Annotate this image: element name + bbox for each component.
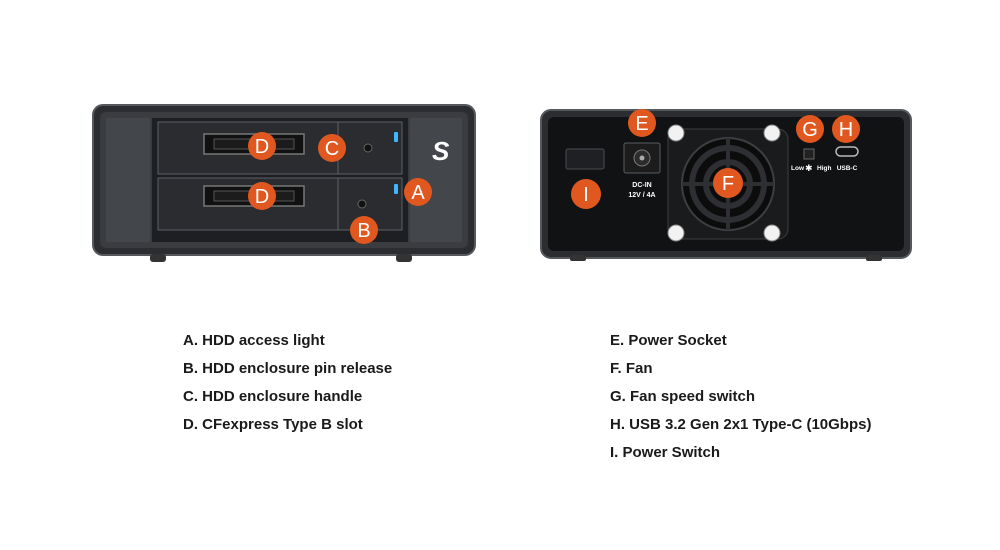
legend-item-h: H. USB 3.2 Gen 2x1 Type-C (10Gbps) bbox=[610, 416, 872, 433]
rear-view-image: DC-IN 12V / 4A Low ✱ High USB-C E bbox=[540, 109, 912, 261]
fan-screw-bl bbox=[667, 224, 685, 242]
svg-text:C: C bbox=[325, 138, 339, 160]
fan-screw-br bbox=[763, 224, 781, 242]
svg-text:D: D bbox=[255, 186, 269, 208]
brand-logo: S bbox=[432, 136, 450, 166]
callout-h: H bbox=[832, 115, 860, 143]
svg-text:H: H bbox=[839, 119, 853, 141]
svg-text:A: A bbox=[411, 182, 425, 204]
legend-item-d: D. CFexpress Type B slot bbox=[183, 416, 363, 433]
access-light-2 bbox=[394, 184, 398, 194]
fan-screw-tl bbox=[667, 124, 685, 142]
callout-g: G bbox=[796, 115, 824, 143]
callout-d-1: D bbox=[248, 132, 276, 160]
dc-in-rating: 12V / 4A bbox=[628, 192, 655, 199]
callout-f: F bbox=[713, 168, 743, 198]
fan-low-label: Low bbox=[791, 165, 805, 172]
access-light-1 bbox=[394, 132, 398, 142]
svg-text:D: D bbox=[255, 136, 269, 158]
legend-front: A. HDD access light B. HDD enclosure pin… bbox=[183, 330, 392, 442]
front-view-image: S D C D A B bbox=[92, 104, 476, 264]
legend-item-e: E. Power Socket bbox=[610, 332, 727, 349]
legend-item-f: F. Fan bbox=[610, 360, 653, 377]
front-foot-left bbox=[150, 254, 166, 262]
fan-speed-switch bbox=[803, 148, 815, 160]
callout-c: C bbox=[318, 134, 346, 162]
power-switch bbox=[565, 148, 605, 170]
callout-b: B bbox=[350, 216, 378, 244]
fan-symbol-icon: ✱ bbox=[805, 164, 813, 174]
callout-d-2: D bbox=[248, 182, 276, 210]
fan-high-label: High bbox=[817, 165, 831, 172]
legend-item-g: G. Fan speed switch bbox=[610, 388, 756, 405]
pin-release-1 bbox=[363, 143, 373, 153]
callout-a: A bbox=[404, 178, 432, 206]
legend-item-c: C. HDD enclosure handle bbox=[183, 388, 363, 405]
svg-text:I: I bbox=[583, 184, 589, 206]
pin-release-2 bbox=[357, 199, 367, 209]
dc-in-label: DC-IN bbox=[632, 182, 651, 189]
legend-item-a: A. HDD access light bbox=[183, 332, 325, 349]
svg-text:G: G bbox=[802, 119, 818, 141]
fan-screw-tr bbox=[763, 124, 781, 142]
legend-item-i: I. Power Switch bbox=[610, 444, 721, 461]
svg-text:F: F bbox=[722, 173, 734, 195]
svg-text:E: E bbox=[635, 113, 648, 135]
legend-rear: E. Power Socket F. Fan G. Fan speed swit… bbox=[610, 330, 871, 470]
usb-c-port bbox=[835, 146, 859, 157]
front-foot-right bbox=[396, 254, 412, 262]
usb-c-label: USB-C bbox=[837, 165, 858, 172]
legend-item-b: B. HDD enclosure pin release bbox=[183, 360, 393, 377]
callout-i: I bbox=[571, 179, 601, 209]
svg-text:B: B bbox=[357, 220, 370, 242]
tray-1 bbox=[157, 121, 403, 175]
callout-e: E bbox=[628, 109, 656, 137]
